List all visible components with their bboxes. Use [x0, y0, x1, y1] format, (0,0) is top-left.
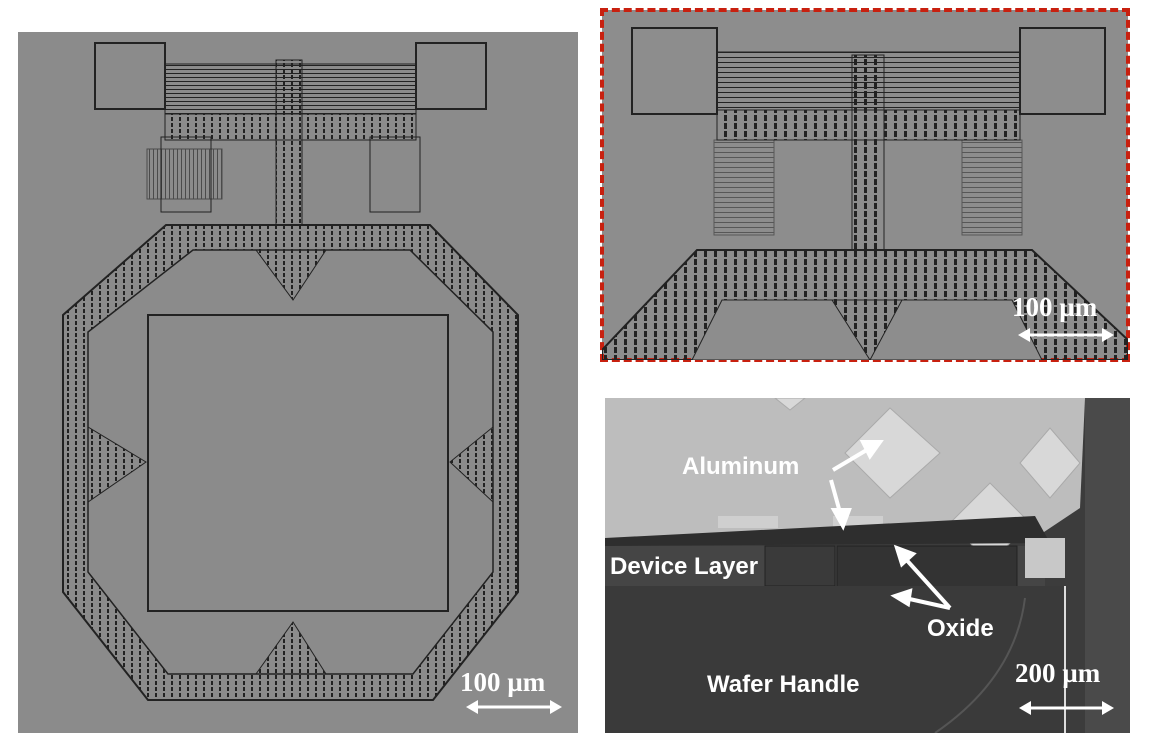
scale-bar-arrow [466, 700, 562, 714]
scale-bar-label: 200 µm [1015, 658, 1101, 688]
zoomed-detail-image: 100 µm [600, 8, 1130, 362]
scale-bar-arrow [1019, 701, 1114, 715]
scale-bar-arrow [1018, 328, 1114, 342]
label-device-layer: Device Layer [610, 553, 759, 580]
label-wafer-handle: Wafer Handle [707, 671, 860, 698]
device-sem-image: 100 µm [18, 32, 578, 733]
label-aluminum: Aluminum [682, 453, 800, 480]
zoomed-structure-drawing [602, 27, 1128, 360]
label-oxide: Oxide [927, 615, 994, 642]
cross-section-drawing [605, 398, 1130, 733]
scale-bar-label: 100 µm [1012, 292, 1098, 322]
device-structure-drawing [62, 42, 519, 701]
annotation-arrows [829, 440, 952, 610]
scale-bar-label: 100 µm [460, 667, 546, 697]
cross-section-sem-image: Aluminum Device Layer Oxide Wafer Handle… [605, 398, 1130, 733]
